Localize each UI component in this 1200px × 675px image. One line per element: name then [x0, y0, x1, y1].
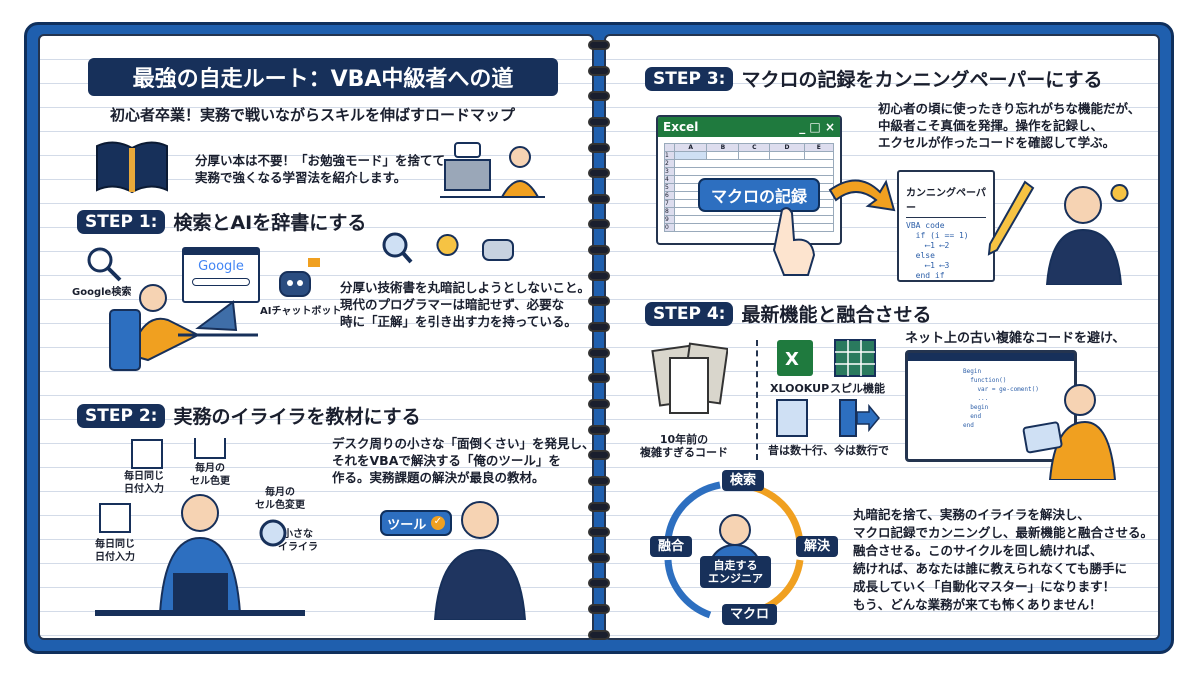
- record-macro-button[interactable]: マクロの記録: [698, 178, 820, 212]
- page-title: 最強の自走ルート：VBA中級者への道: [88, 58, 558, 96]
- frustration-label: 小さな イライラ: [278, 529, 318, 553]
- cycle-center-label: 自走する エンジニア: [700, 556, 771, 588]
- old-code-label: 10年前の 複雑すぎるコード: [640, 433, 728, 459]
- person-at-computer-illustration: [440, 142, 545, 198]
- person-with-laptop-illustration: [109, 284, 258, 371]
- frustration-label: 毎日同じ 日付入力: [124, 471, 164, 495]
- frustration-label: 毎月の セル色変更: [255, 487, 305, 511]
- step3-text: 初心者の頃に使ったきり忘れがちな機能だが、中級者こそ真価を発揮。操作を記録し、エ…: [878, 101, 1141, 150]
- search-icon: [87, 247, 122, 282]
- tool-button[interactable]: ツール ✓: [380, 510, 452, 536]
- cycle-node-solve: 解決: [796, 536, 839, 557]
- cycle-node-macro: マクロ: [722, 604, 778, 625]
- book-icon: [96, 141, 168, 194]
- code-monitor: Begin function() var = ge-coment() ... b…: [905, 350, 1077, 462]
- step4-text: 丸暗記を捨て、実務のイライラを解決し、マクロ記録でカンニングし、最新機能と融合さ…: [853, 507, 1154, 612]
- cheat-sheet: カンニングペーパー VBA code if (i == 1) ⟵1 ⟵2 els…: [897, 170, 995, 282]
- subtitle: 初心者卒業！実務で戦いながらスキルを伸ばすロードマップ: [110, 106, 516, 124]
- lines-label: 昔は数十行、今は数行で: [768, 444, 889, 457]
- step4-header: STEP 4:最新機能と融合させる: [645, 300, 931, 327]
- xlookup-label: XLOOKUP: [770, 382, 830, 395]
- ai-chatbot-icon: [279, 258, 320, 297]
- step1-header: STEP 1:検索とAIを辞書にする: [77, 208, 366, 235]
- step3-header: STEP 3:マクロの記録をカンニングペーパーにする: [645, 65, 1102, 92]
- confident-worker-illustration: [433, 501, 527, 620]
- cycle-node-fusion: 融合: [650, 536, 693, 557]
- step1-icons: [382, 232, 514, 264]
- intro-text: 分厚い本は不要！「お勉強モード」を捨てて実務で強くなる学習法を紹介します。: [195, 153, 446, 185]
- step2-text: デスク周りの小さな「面倒くさい」を発見し、それをVBAで解決する「俺のツール」を…: [332, 436, 595, 485]
- frustrated-worker-illustration: [95, 438, 305, 616]
- excel-title: Excel: [663, 120, 699, 134]
- teacher-illustration: [1045, 184, 1129, 285]
- pencil-icon: [987, 180, 1035, 256]
- google-logo: Google: [198, 259, 244, 274]
- step2-header: STEP 2:実務のイライラを教材にする: [77, 402, 421, 429]
- old-code-documents-icon: [651, 342, 728, 414]
- arrow-icon: [828, 179, 896, 212]
- check-icon: ✓: [430, 516, 445, 530]
- spill-label: スピル機能: [830, 382, 885, 395]
- code-reduction-icons: [776, 399, 880, 437]
- vba-code: VBA code if (i == 1) ⟵1 ⟵2 else ⟵1 ⟵3 en…: [906, 221, 969, 280]
- window-controls[interactable]: _ □ ×: [799, 120, 835, 134]
- frustration-label: 毎月の セル色更: [190, 463, 230, 487]
- divider: [756, 340, 758, 460]
- google-search-label: Google検索: [72, 287, 132, 298]
- pointing-hand-icon: [772, 207, 816, 276]
- cheat-sheet-title: カンニングペーパー: [906, 184, 986, 218]
- modern-code: Begin function() var = ge-coment() ... b…: [963, 368, 1039, 429]
- left-page: [38, 34, 594, 640]
- frustration-label: 毎日同じ 日付入力: [95, 539, 135, 563]
- svg-text:X: X: [785, 349, 799, 370]
- step1-text: 分厚い技術書を丸暗記しようとしないこと。現代のプログラマーは暗記せず、必要な時に…: [340, 280, 591, 329]
- programmer-with-tablet-illustration: [1022, 384, 1117, 480]
- cycle-node-search: 検索: [722, 470, 765, 491]
- spiral-binding: [588, 40, 610, 640]
- search-bar: [192, 278, 250, 286]
- net-text: ネット上の古い複雑なコードを避け、: [905, 331, 1126, 346]
- browser-window: Google: [182, 247, 260, 303]
- ai-chatbot-label: AIチャットボット: [260, 306, 342, 317]
- excel-and-spill-icons: X: [777, 339, 876, 377]
